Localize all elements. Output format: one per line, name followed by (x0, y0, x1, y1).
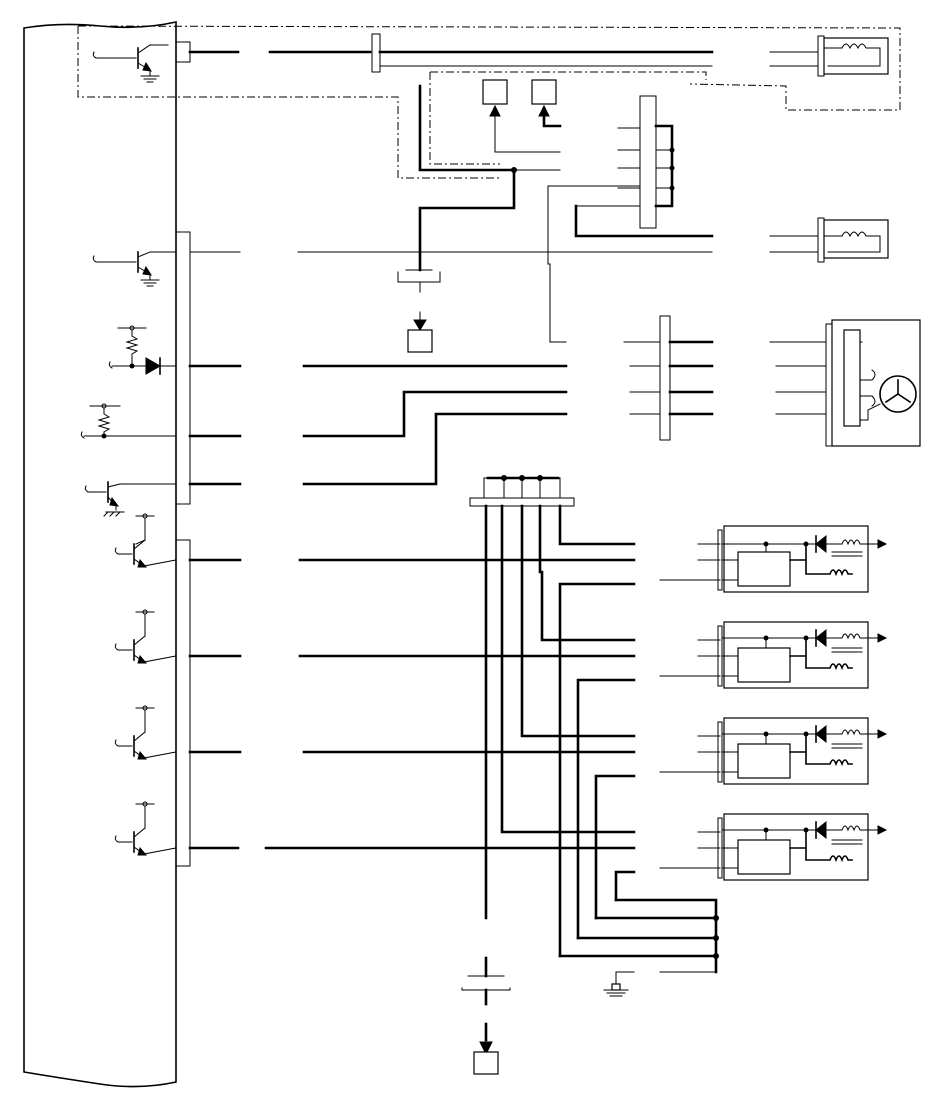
coil-unit-3 (659, 717, 888, 785)
coil-unit-1 (659, 525, 888, 593)
coil-unit-4 (659, 813, 888, 881)
ecm-module (23, 21, 177, 1088)
brushless-motor (769, 319, 921, 447)
splice-connector-1 (397, 269, 441, 353)
joint-connector-3 (469, 475, 575, 507)
coil-unit-2 (659, 621, 888, 689)
transistor-2 (92, 251, 177, 287)
transistor-1 (92, 44, 169, 83)
transistor-7 (114, 801, 177, 856)
solenoid-2 (711, 217, 889, 263)
solenoid-1 (769, 35, 889, 77)
transistor-4 (114, 513, 177, 568)
shield-dashed-outline (77, 25, 901, 179)
sensor-boxes (482, 79, 562, 153)
transistor-6 (114, 705, 177, 760)
coil-ground-wires (558, 582, 719, 997)
pull-up-resistor-1 (108, 325, 177, 375)
transistor-5 (114, 609, 177, 664)
connector-b (175, 231, 713, 505)
joint-connector-1 (547, 95, 714, 238)
pull-up-resistor-2 (80, 403, 177, 439)
coil-power-bus (484, 504, 636, 920)
transistor-3 (84, 481, 177, 517)
connector-c (175, 539, 636, 867)
splice-connector-2 (461, 956, 511, 1075)
joint-connector-2 (623, 315, 714, 441)
connector-a (175, 33, 714, 73)
motor-wires (188, 185, 568, 486)
shield-wire (418, 84, 561, 272)
